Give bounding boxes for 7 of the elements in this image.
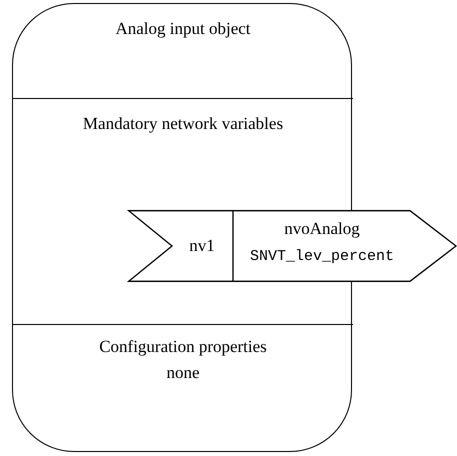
section-heading: Mandatory network variables bbox=[82, 113, 284, 135]
variable-name: nvoAnalog bbox=[283, 218, 361, 240]
variable-name: nv1 bbox=[188, 235, 216, 257]
section-value: none bbox=[165, 362, 201, 384]
section-heading: Configuration properties bbox=[98, 336, 268, 358]
variable-type: SNVT_lev_percent bbox=[248, 247, 396, 267]
object-title: Analog input object bbox=[114, 18, 252, 40]
